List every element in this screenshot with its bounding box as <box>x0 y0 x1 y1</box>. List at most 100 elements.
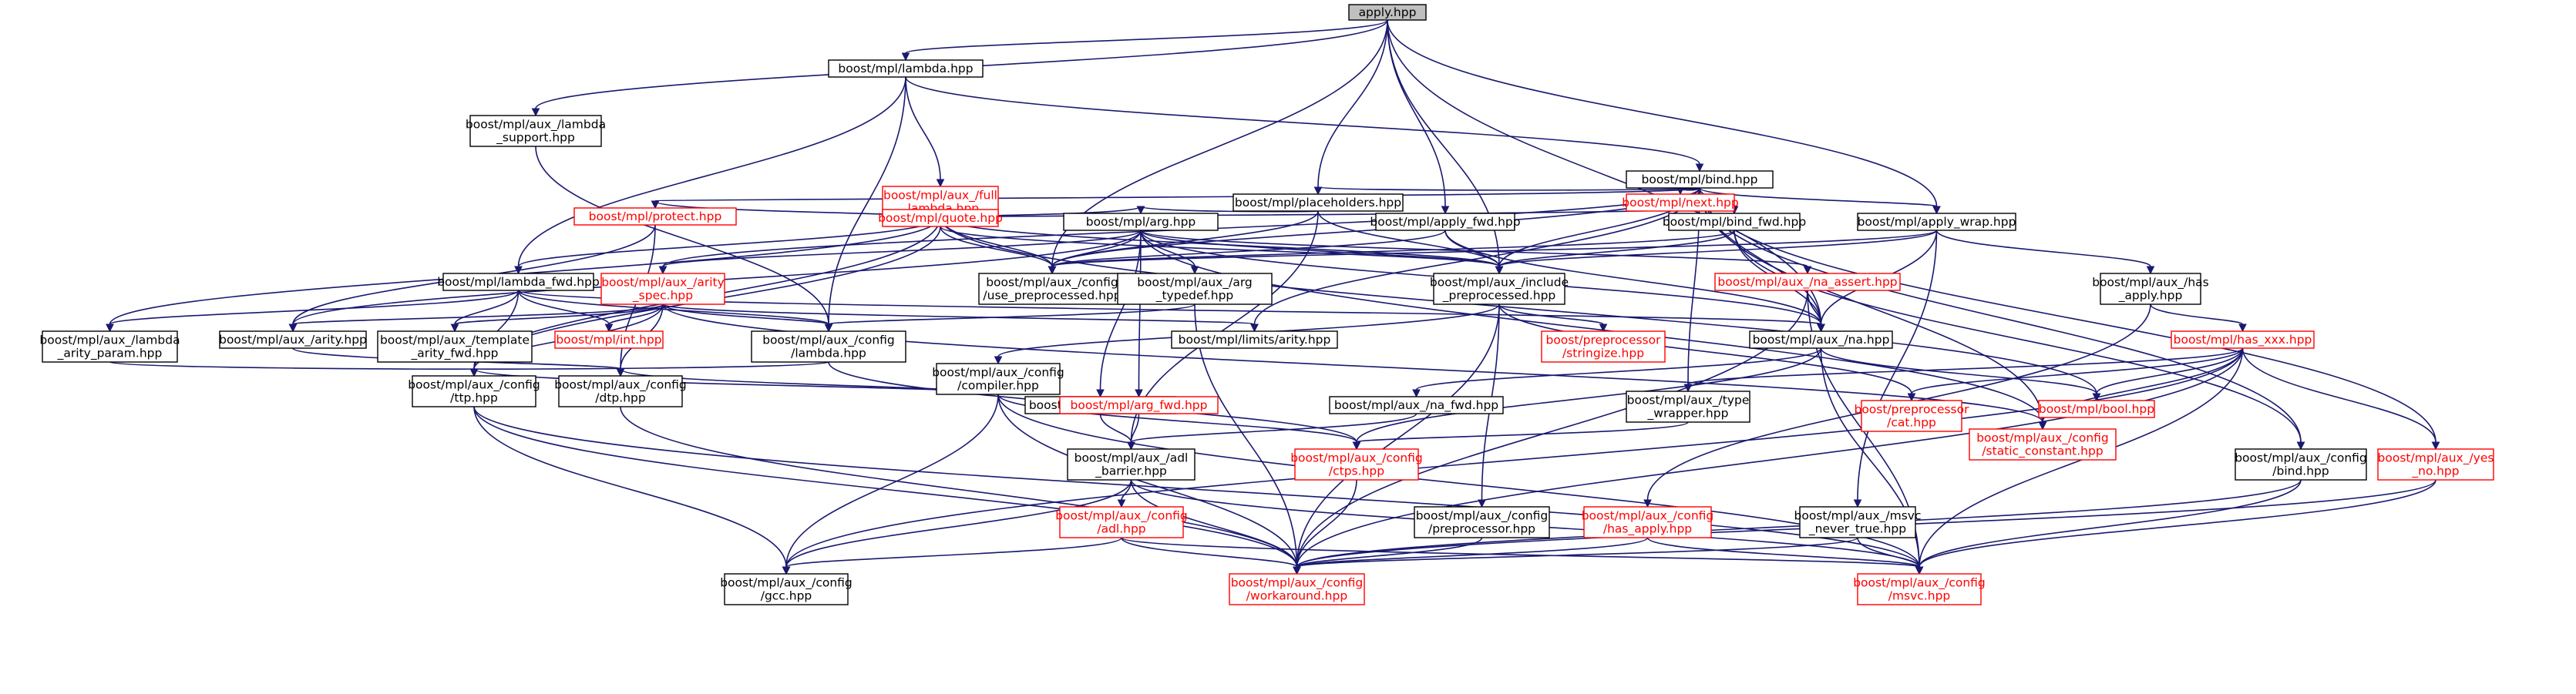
edge-aux_arity_spec-to-template_arity_fwd <box>454 303 664 325</box>
node-label: /stringize.hpp <box>1562 347 1644 360</box>
node-ttp[interactable]: boost/mpl/aux_/config/ttp.hpp <box>408 375 540 407</box>
node-na-fwd[interactable]: boost/mpl/aux_/na_fwd.hpp <box>1329 396 1504 414</box>
node-box <box>1067 448 1196 481</box>
node-label: /ctps.hpp <box>1329 464 1384 478</box>
node-quote[interactable]: boost/mpl/quote.hpp <box>878 209 1003 227</box>
node-use-preprocessed[interactable]: boost/mpl/aux_/config/use_preprocessed.h… <box>978 273 1126 305</box>
node-box <box>219 330 367 349</box>
node-label: _support.hpp <box>496 131 575 146</box>
node-dtp[interactable]: boost/mpl/aux_/config/dtp.hpp <box>554 375 687 407</box>
node-cat[interactable]: boost/preprocessor/cat.hpp <box>1854 400 1969 432</box>
node-box <box>1626 391 1750 423</box>
node-label: boost/mpl/quote.hpp <box>878 211 1003 225</box>
edge-arg_typedef-to-config_lambda <box>828 303 1196 325</box>
node-lambda-arity-param[interactable]: boost/mpl/aux_/lambda_arity_param.hpp <box>39 330 180 363</box>
node-na[interactable]: boost/mpl/aux_/na.hpp <box>1749 330 1893 349</box>
edge-has_xxx-to-workaround <box>1296 347 2244 568</box>
node-label: /lambda.hpp <box>791 347 866 360</box>
edge-has_apply-to-has_xxx <box>2150 303 2244 325</box>
edge-apply-to-apply_wrap <box>1387 19 1938 207</box>
edge-na-to-na_fwd <box>1415 347 1822 391</box>
node-bind-fwd[interactable]: boost/mpl/bind_fwd.hpp <box>1663 213 1806 231</box>
edge-arg-to-arg_typedef <box>1140 230 1196 267</box>
node-label: boost/mpl/arg.hpp <box>1086 215 1196 229</box>
node-label: boost/mpl/int.hpp <box>556 333 661 347</box>
edge-void_fwd-to-adl_barrier <box>1099 413 1132 443</box>
edge-has_xxx-to-itype_wrapper <box>1687 347 2244 385</box>
node-arg-fwd[interactable]: boost/mpl/arg_fwd.hpp <box>1059 396 1219 414</box>
node-msvc[interactable]: boost/mpl/aux_/config/msvc.hpp <box>1853 573 1986 605</box>
node-box <box>2235 448 2367 481</box>
node-label: boost/mpl/aux_/config <box>554 378 687 393</box>
node-workaround[interactable]: boost/mpl/aux_/config/workaround.hpp <box>1229 573 1365 605</box>
node-int[interactable]: boost/mpl/int.hpp <box>554 330 664 349</box>
edge-adl_barrier-to-config_adl <box>1121 479 1132 501</box>
node-box <box>751 330 906 363</box>
node-box <box>377 330 533 363</box>
edge-lambda_fwd-to-int <box>517 290 610 325</box>
node-apply-wrap[interactable]: boost/mpl/apply_wrap.hpp <box>1857 213 2016 231</box>
node-na-assert[interactable]: boost/mpl/aux_/na_assert.hpp <box>1714 273 1901 291</box>
node-protect[interactable]: boost/mpl/protect.hpp <box>573 207 737 226</box>
node-label: _never_true.hpp <box>1808 522 1906 537</box>
edge-arrowhead-apply-to-apply_fwd <box>1441 206 1450 215</box>
node-has-apply[interactable]: boost/mpl/aux_/has_apply.hpp <box>2092 273 2209 305</box>
node-config-lambda[interactable]: boost/mpl/aux_/config/lambda.hpp <box>751 330 906 363</box>
node-lambda[interactable]: boost/mpl/lambda.hpp <box>828 59 984 78</box>
edge-arrowhead-msvc_never_true-to-workaround <box>1293 566 1301 575</box>
node-label: boost/mpl/aux_/config <box>986 276 1118 290</box>
node-label: boost/mpl/aux_/arg <box>1137 276 1253 290</box>
edge-arrowhead-apply-to-aux_lambda_support <box>531 108 540 117</box>
edge-arrowhead-itype_wrapper-to-ctps <box>1352 441 1361 451</box>
edge-ttp-to-msvc <box>473 406 1920 568</box>
node-placeholders[interactable]: boost/mpl/placeholders.hpp <box>1233 193 1404 212</box>
edge-arrowhead-aux_arity_spec-to-limits_arity <box>1250 324 1259 333</box>
node-label: boost/mpl/has_xxx.hpp <box>2174 333 2312 347</box>
node-bool[interactable]: boost/mpl/bool.hpp <box>2038 400 2155 418</box>
edge-aux_arity_spec-to-int <box>608 303 664 325</box>
edge-arrowhead-apply_wrap-to-use_preprocessed <box>1048 266 1057 275</box>
node-bind[interactable]: boost/mpl/bind.hpp <box>1626 170 1774 189</box>
node-limits-arity[interactable]: boost/mpl/limits/arity.hpp <box>1171 330 1338 349</box>
node-label: boost/mpl/protect.hpp <box>589 210 722 223</box>
edge-arrowhead-full_lambda-to-protect <box>651 200 660 210</box>
node-has-xxx[interactable]: boost/mpl/has_xxx.hpp <box>2171 330 2315 349</box>
node-include-preprocessed[interactable]: boost/mpl/aux_/include_preprocessed.hpp <box>1430 273 1569 305</box>
node-aux-arity-spec[interactable]: boost/mpl/aux_/arity_spec.hpp <box>600 273 725 305</box>
edge-config_bind-to-workaround <box>1296 479 2302 568</box>
node-box <box>1668 213 1801 231</box>
edge-adl_barrier-to-gcc <box>785 479 1132 568</box>
node-config-preprocessor[interactable]: boost/mpl/aux_/config/preprocessor.hpp <box>1414 506 1550 538</box>
node-arg-typedef[interactable]: boost/mpl/aux_/arg_typedef.hpp <box>1117 273 1273 305</box>
node-box <box>1626 170 1774 189</box>
node-config-adl[interactable]: boost/mpl/aux_/config/adl.hpp <box>1055 506 1188 538</box>
node-stringize[interactable]: boost/preprocessor/stringize.hpp <box>1541 330 1666 363</box>
node-gcc[interactable]: boost/mpl/aux_/config/gcc.hpp <box>720 573 853 605</box>
node-adl-barrier[interactable]: boost/mpl/aux_/adl_barrier.hpp <box>1067 448 1196 481</box>
node-apply[interactable]: apply.hpp <box>1348 4 1427 21</box>
node-box <box>412 375 536 407</box>
node-static-constant[interactable]: boost/mpl/aux_/config/static_constant.hp… <box>1969 428 2117 461</box>
node-compiler[interactable]: boost/mpl/aux_/config/compiler.hpp <box>932 363 1064 395</box>
node-label: boost/mpl/aux_/config <box>1853 576 1986 591</box>
node-ctps[interactable]: boost/mpl/aux_/config/ctps.hpp <box>1290 448 1423 481</box>
edge-arrowhead-na-to-na_fwd <box>1412 389 1421 398</box>
node-label: boost/mpl/aux_/config <box>2235 451 2367 466</box>
node-arity[interactable]: boost/mpl/aux_/arity.hpp <box>219 330 367 349</box>
node-lambda-fwd[interactable]: boost/mpl/lambda_fwd.hpp <box>437 273 600 291</box>
node-next[interactable]: boost/mpl/next.hpp <box>1622 193 1739 212</box>
node-arg[interactable]: boost/mpl/arg.hpp <box>1063 213 1219 231</box>
node-template-arity-fwd[interactable]: boost/mpl/aux_/template_arity_fwd.hpp <box>377 330 533 363</box>
node-msvc-never-true[interactable]: boost/mpl/aux_/msvc_never_true.hpp <box>1794 506 1922 538</box>
edge-arrowhead-bind-to-placeholders <box>1313 186 1323 196</box>
edge-apply-to-na <box>1387 19 1822 325</box>
node-config-has-apply[interactable]: boost/mpl/aux_/config/has_apply.hpp <box>1582 506 1714 538</box>
node-itype-wrapper[interactable]: boost/mpl/aux_/type_wrapper.hpp <box>1626 391 1750 423</box>
node-aux-lambda-support[interactable]: boost/mpl/aux_/lambda_support.hpp <box>466 115 606 147</box>
edge-aux_arity_spec-to-config_lambda <box>662 303 829 325</box>
node-config-bind[interactable]: boost/mpl/aux_/config/bind.hpp <box>2235 448 2367 481</box>
node-apply-fwd[interactable]: boost/mpl/apply_fwd.hpp <box>1370 213 1521 231</box>
node-yes-no[interactable]: boost/mpl/aux_/yes_no.hpp <box>2377 448 2494 481</box>
node-label: boost/mpl/aux_/config <box>1231 576 1364 591</box>
node-label: _spec.hpp <box>632 289 693 303</box>
